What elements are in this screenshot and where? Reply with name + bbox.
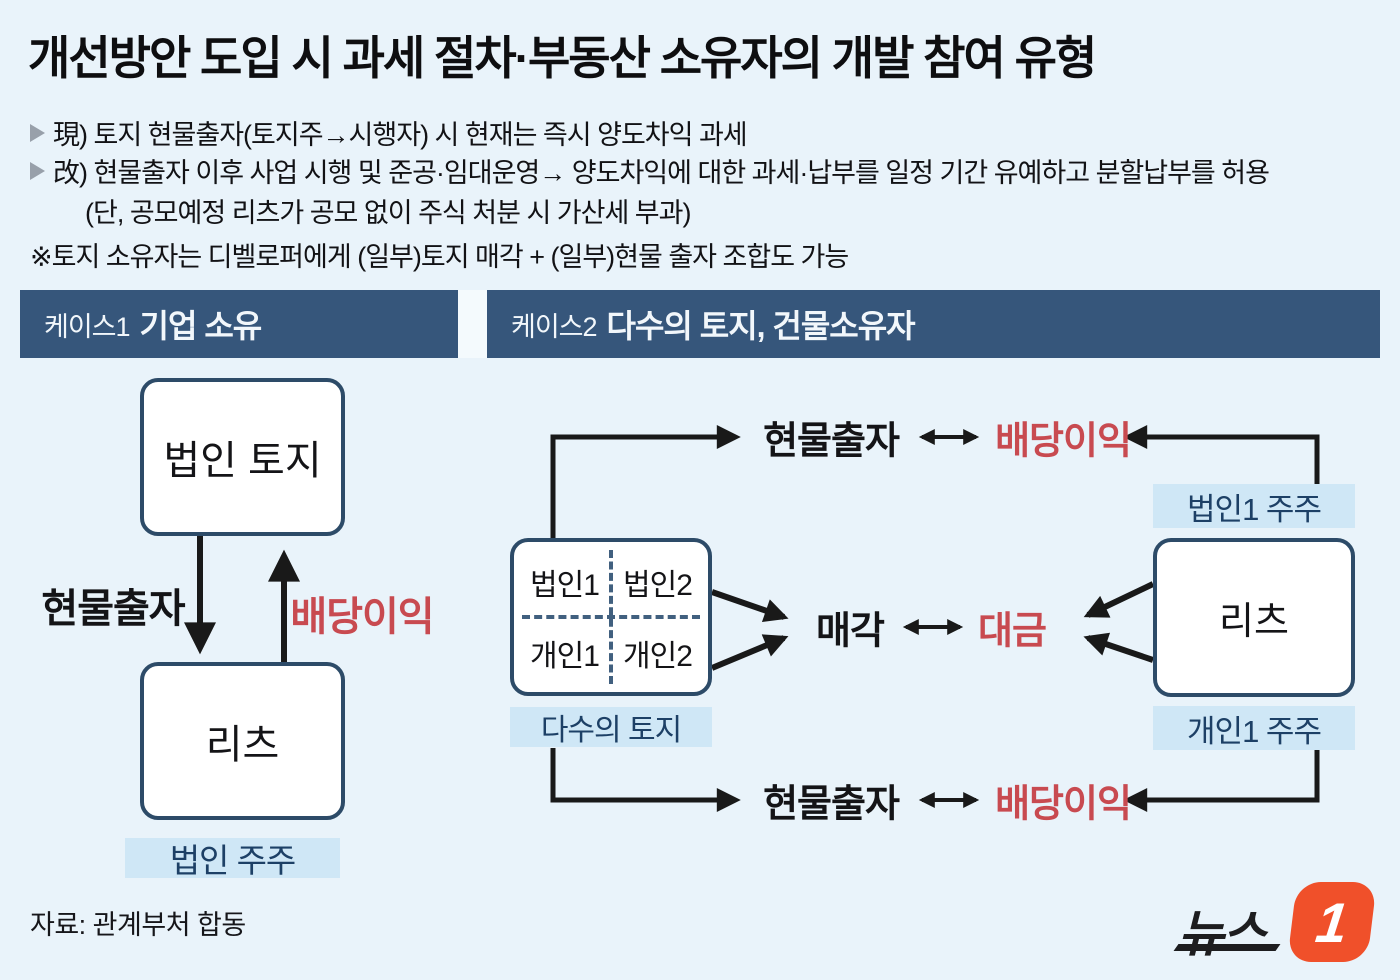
grid-cell-ind1: 개인1 xyxy=(530,639,600,673)
case1-reits-box: 리츠 xyxy=(140,662,345,820)
note-current: 現) 토지 현물출자(토지주→시행자) 시 현재는 즉시 양도차익 과세 xyxy=(30,113,748,152)
case2-individual-shareholder-label: 개인1 주주 xyxy=(1153,706,1355,750)
case1-corporate-land-text: 법인 토지 xyxy=(163,439,322,483)
news1-logo-text: 뉴스 xyxy=(1178,906,1267,962)
note-revised: 改) 현물출자 이후 사업 시행 및 준공·임대운영→ 양도차익에 대한 과세·… xyxy=(30,151,1270,190)
case2-top-contribution-label: 현물출자 xyxy=(763,420,900,463)
case1-header: 케이스1 기업 소유 xyxy=(20,290,458,358)
case1-corporate-land-box: 법인 토지 xyxy=(140,378,345,536)
case2-multiple-land-label: 다수의 토지 xyxy=(510,707,712,747)
case1-header-title: 기업 소유 xyxy=(139,308,263,344)
header-bar-gap xyxy=(458,290,487,358)
case2-payment-converging-arrows xyxy=(1083,581,1155,663)
note-combination-text: ※토지 소유자는 디벨로퍼에게 (일부)토지 매각 + (일부)현물 출자 조합… xyxy=(30,242,849,272)
note-current-text: 現) 토지 현물출자(토지주→시행자) 시 현재는 즉시 양도차익 과세 xyxy=(53,120,748,150)
note-combination: ※토지 소유자는 디벨로퍼에게 (일부)토지 매각 + (일부)현물 출자 조합… xyxy=(30,235,849,274)
grid-cell-corp2: 법인2 xyxy=(623,568,693,602)
case2-header-title: 다수의 토지, 건물소유자 xyxy=(606,308,916,344)
case2-bottom-contribution-label: 현물출자 xyxy=(763,783,900,826)
case2-reits-box: 리츠 xyxy=(1153,538,1355,697)
page-title: 개선방안 도입 시 과세 절차·부동산 소유자의 개발 참여 유형 xyxy=(28,32,1097,84)
note-revised-sub: (단, 공모예정 리츠가 공모 없이 주식 처분 시 가산세 부과) xyxy=(85,191,691,230)
triangle-bullet-icon xyxy=(30,123,45,142)
grid-cell-ind2: 개인2 xyxy=(623,639,693,673)
case2-top-dividend-label: 배당이익 xyxy=(995,420,1132,463)
case2-reits-text: 리츠 xyxy=(1219,601,1289,643)
case2-bottom-left-elbow-arrow xyxy=(550,748,741,812)
case2-header: 케이스2 다수의 토지, 건물소유자 xyxy=(487,290,1380,358)
grid-cell-corp1: 법인1 xyxy=(530,568,600,602)
case2-payment-label: 대금 xyxy=(978,610,1047,653)
case2-sale-converging-arrows xyxy=(710,589,789,671)
note-revised-sub-text: (단, 공모예정 리츠가 공모 없이 주식 처분 시 가산세 부과) xyxy=(85,198,691,228)
case1-shareholder-label: 법인 주주 xyxy=(125,838,340,879)
news1-logo: 뉴스 1 xyxy=(1170,880,1380,965)
case2-bottom-dividend-label: 배당이익 xyxy=(995,783,1132,826)
case1-dividend-label: 배당이익 xyxy=(290,595,434,639)
source-credit: 자료: 관계부처 합동 xyxy=(30,910,246,940)
case2-corp-shareholder-label: 법인1 주주 xyxy=(1153,484,1355,528)
case1-reits-text: 리츠 xyxy=(205,723,280,767)
case1-contribution-label: 현물출자 xyxy=(41,587,185,631)
case2-header-prefix: 케이스2 xyxy=(511,311,598,342)
owners-grid: 법인1 법인2 개인1 개인2 xyxy=(518,546,704,688)
case2-top-right-elbow-arrow xyxy=(1123,425,1320,484)
triangle-bullet-icon xyxy=(30,161,45,180)
case2-bottom-right-elbow-arrow xyxy=(1123,748,1320,812)
case1-header-prefix: 케이스1 xyxy=(44,311,131,342)
note-revised-text: 改) 현물출자 이후 사업 시행 및 준공·임대운영→ 양도차익에 대한 과세·… xyxy=(53,158,1270,188)
case2-sale-label: 매각 xyxy=(816,610,885,653)
case2-owners-grid-box: 법인1 법인2 개인1 개인2 xyxy=(510,538,712,696)
case2-top-left-elbow-arrow xyxy=(550,425,741,540)
grid-horizontal-divider xyxy=(522,615,700,619)
